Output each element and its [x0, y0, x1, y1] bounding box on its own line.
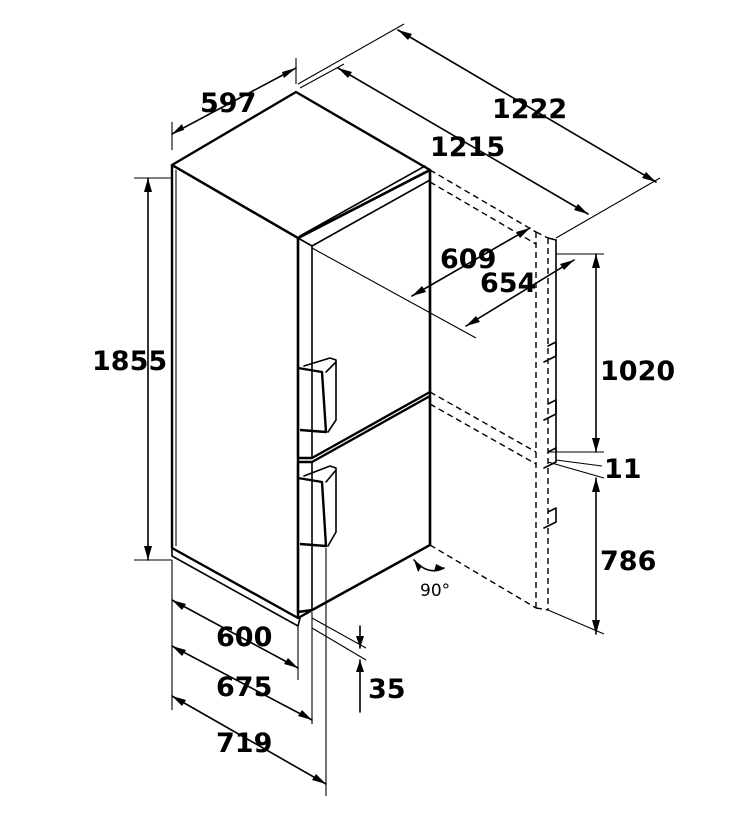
- dimension-1855: 1855: [92, 177, 172, 561]
- lower-door: [296, 391, 432, 614]
- upper-door: [296, 165, 432, 460]
- label-11: 11: [604, 454, 642, 485]
- label-35: 35: [368, 674, 406, 705]
- fridge-side-face: [170, 163, 300, 620]
- label-609: 609: [440, 244, 496, 275]
- label-600: 600: [216, 622, 272, 653]
- fridge-body: [170, 90, 432, 627]
- label-1020: 1020: [600, 356, 675, 387]
- label-719: 719: [216, 728, 272, 759]
- label-1222: 1222: [492, 94, 567, 125]
- dimension-1215: 1215: [299, 63, 589, 215]
- label-786: 786: [600, 546, 656, 577]
- label-654: 654: [480, 268, 536, 299]
- dimension-35: 35: [311, 617, 406, 713]
- dimension-bottom-depths: 600 675 719: [171, 548, 327, 796]
- lower-handle: [297, 465, 337, 548]
- dimension-1222: 1222: [297, 23, 661, 239]
- dimension-597: 597: [171, 58, 297, 150]
- dimension-right-heights: 1020 11 786: [547, 253, 675, 635]
- open-door-outline: [429, 169, 557, 611]
- label-675: 675: [216, 672, 272, 703]
- door-angle-indicator: 90°: [413, 559, 450, 601]
- upper-handle: [297, 357, 337, 434]
- label-90-degrees: 90°: [420, 581, 450, 601]
- label-1215: 1215: [430, 132, 505, 163]
- label-597: 597: [200, 88, 256, 119]
- label-1855: 1855: [92, 346, 167, 377]
- dimension-609-654: 609 654: [311, 227, 575, 339]
